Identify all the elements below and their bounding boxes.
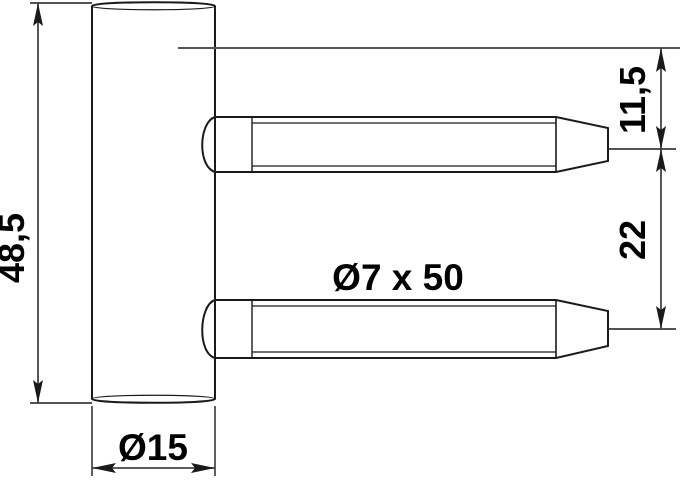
pin-spacing-label: 22 [612, 220, 653, 260]
plate-top-inner-edge [91, 5, 216, 11]
plate-outline [91, 1, 216, 404]
upper-pin-tapered-tip [555, 116, 609, 173]
top-offset-arrow-bottom [656, 126, 666, 149]
top-offset-arrow-top [656, 48, 666, 72]
hinge-plate-body [91, 1, 216, 404]
lower-dowel-pin [201, 299, 609, 359]
dimension-pin-spacing: 22 [608, 149, 676, 330]
lower-pin-tapered-tip [555, 299, 609, 359]
pin-spacing-arrow-top [656, 149, 666, 172]
upper-dowel-pin [201, 116, 609, 173]
dimension-plate-width: Ø15 [91, 406, 216, 476]
plate-width-arrow-left [92, 463, 116, 473]
lower-pin-round-end [201, 299, 216, 359]
plate-bottom-inner-edge [91, 394, 216, 400]
overall-height-label: 48,5 [0, 213, 32, 283]
dimension-overall-height: 48,5 [0, 2, 92, 404]
overall-height-arrow-bottom [33, 380, 43, 403]
plate-width-arrow-right [191, 463, 215, 473]
plate-width-label: Ø15 [118, 427, 188, 468]
top-offset-label: 11,5 [612, 66, 653, 134]
upper-pin-round-end [201, 116, 216, 173]
pin-spec-label: Ø7 x 50 [332, 257, 464, 298]
overall-height-arrow-top [33, 3, 43, 26]
pin-spacing-arrow-bottom [656, 306, 666, 329]
dimension-top-offset: 11,5 [608, 48, 676, 150]
annotation-pin-spec: Ø7 x 50 [332, 257, 464, 298]
